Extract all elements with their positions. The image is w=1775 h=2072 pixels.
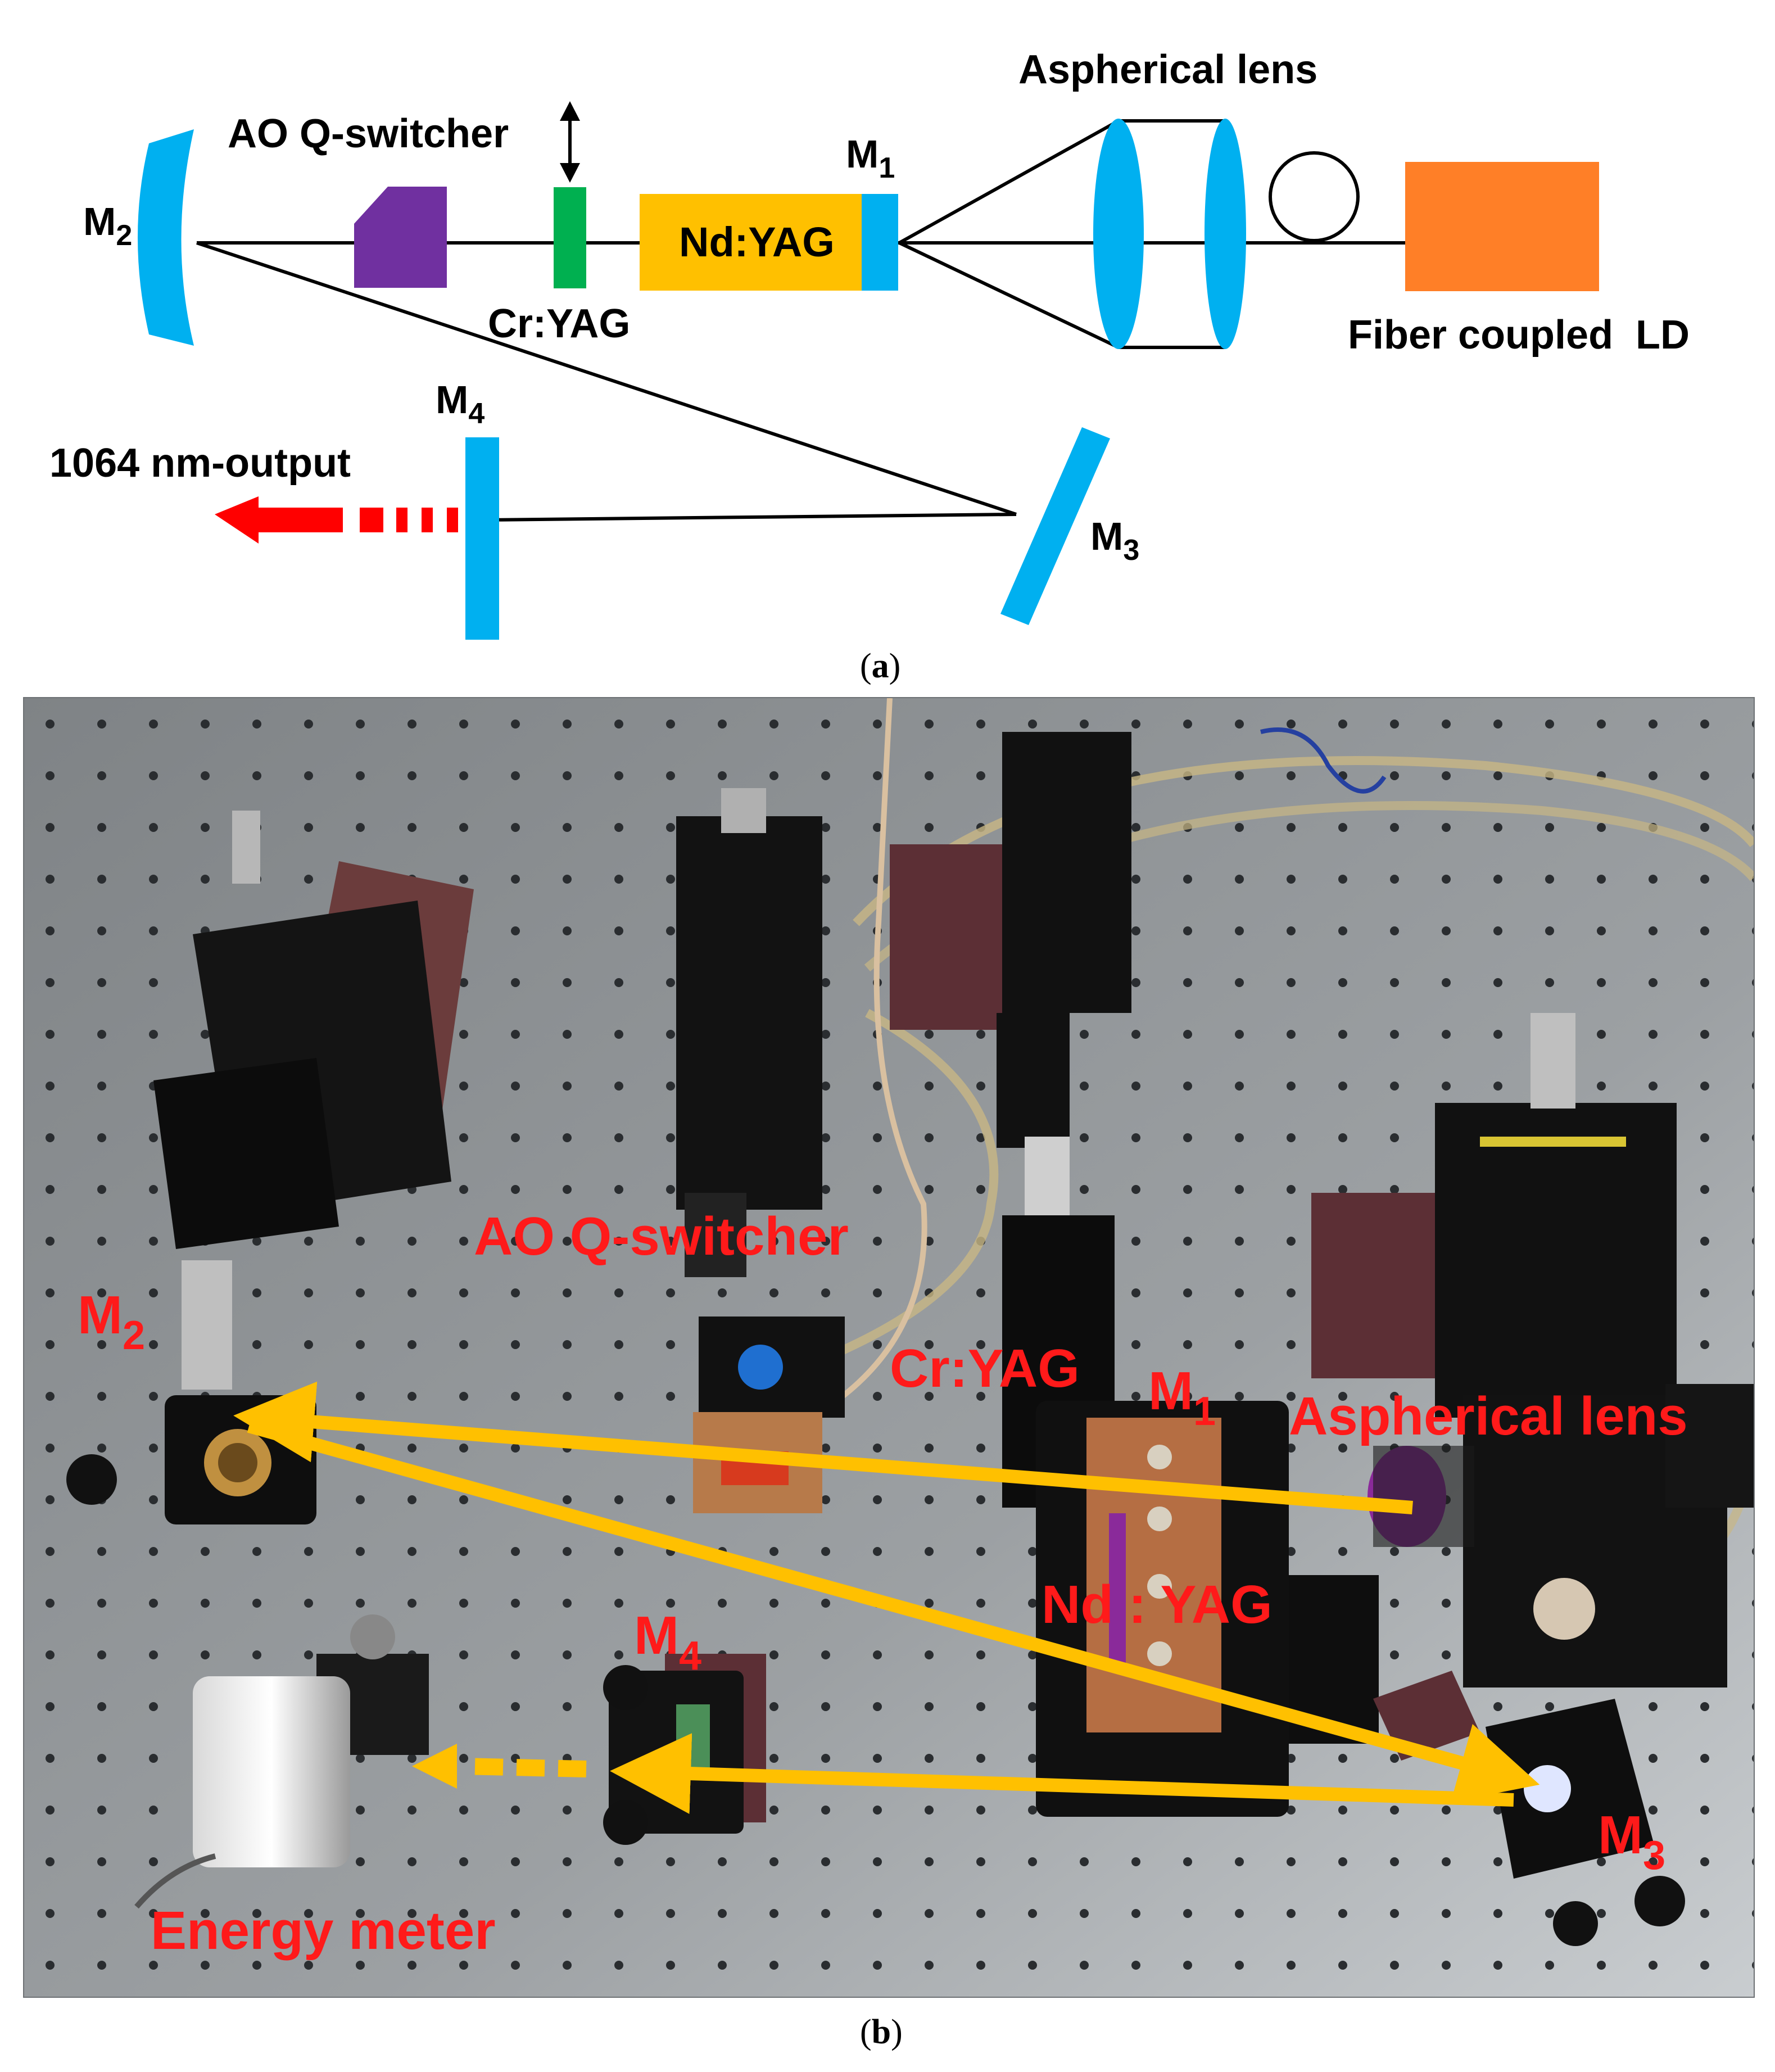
aspherical-lens-2 — [1205, 119, 1246, 349]
blue-wire — [1260, 727, 1387, 794]
beam-path — [233, 1381, 1540, 1815]
photo-canvas: AO Q-switcher M2 Cr:YAG M1 Aspherical le… — [24, 698, 1754, 1997]
cooling-tube-3 — [719, 1008, 999, 1400]
signal-cable — [809, 698, 927, 1420]
photo-label-m3: M3 — [1598, 1805, 1665, 1878]
label-m2: M2 — [83, 200, 132, 252]
nd-yag-crystal — [640, 194, 862, 291]
aspherical-lens-1 — [1093, 119, 1144, 349]
photo-label-m4: M4 — [634, 1605, 701, 1679]
ao-qswitcher — [354, 187, 447, 288]
pump-cone-upper — [898, 119, 1120, 245]
adjust-arrow-up-icon — [560, 101, 580, 121]
nd-yag-mount — [1036, 1401, 1379, 1817]
photo-label-m1: M1 — [1148, 1361, 1216, 1434]
cr-yag — [554, 187, 586, 288]
label-m3: M3 — [1090, 514, 1139, 567]
output-dash-3 — [422, 508, 433, 532]
photo-label-aspherical-lens: Aspherical lens — [1289, 1386, 1688, 1446]
photo-label-m2: M2 — [78, 1285, 145, 1358]
aspherical-lens-mount — [1311, 1013, 1754, 1688]
mirror-m4 — [465, 437, 499, 640]
photo-label-energy-meter: Energy meter — [151, 1901, 496, 1961]
label-m4: M4 — [436, 378, 484, 430]
label-aspherical-lens: Aspherical lens — [1018, 47, 1317, 92]
setup-photograph: AO Q-switcher M2 Cr:YAG M1 Aspherical le… — [23, 697, 1755, 1998]
output-dash-1 — [360, 508, 383, 532]
energy-meter — [134, 1614, 429, 1909]
output-arrow-icon — [215, 496, 343, 544]
output-dash-4 — [447, 508, 458, 532]
photo-label-ao-qswitcher: AO Q-switcher — [474, 1206, 849, 1266]
output-dash-2 — [396, 508, 407, 532]
schematic-diagram: M2 AO Q-switcher Cr:YAG Nd:YAG M1 Aspher… — [49, 47, 1690, 640]
caption-a: (a) — [860, 647, 901, 685]
beam-line-m2-m3 — [196, 241, 1017, 516]
fiber-loop — [1269, 151, 1360, 242]
label-ao-qswitcher: AO Q-switcher — [228, 111, 509, 156]
cooling-tube — [853, 756, 1754, 926]
mirror-m2 — [138, 129, 194, 346]
photo-label-nd-yag: Nd : YAG — [1042, 1575, 1273, 1635]
fiber-coupled-ld — [1405, 162, 1599, 291]
beam-m3-to-m4 — [610, 1733, 1514, 1815]
beam-meter-arrowhead-icon — [412, 1744, 457, 1789]
m4-mount — [603, 1654, 766, 1845]
m2-mount — [66, 811, 474, 1524]
beam-line-m3-m4 — [483, 513, 1017, 522]
mirror-m1 — [862, 194, 898, 291]
label-nd-yag: Nd:YAG — [679, 219, 835, 265]
cr-yag-mount — [890, 732, 1131, 1508]
ao-qswitcher-mount — [676, 788, 845, 1513]
mirror-m3 — [1000, 427, 1110, 625]
label-fiber-ld: Fiber coupled LD — [1348, 313, 1690, 358]
label-m1: M1 — [846, 132, 895, 184]
label-cr-yag: Cr:YAG — [488, 301, 630, 346]
beam-m2-to-m3 — [247, 1419, 1540, 1802]
adjust-arrow-down-icon — [560, 163, 580, 183]
label-output: 1064 nm-output — [49, 441, 351, 486]
beam-lens-to-m2 — [233, 1381, 1413, 1514]
beam-m4-to-meter-dashed — [462, 1758, 587, 1777]
caption-b: (b) — [860, 2013, 903, 2051]
photo-label-cr-yag: Cr:YAG — [890, 1338, 1080, 1399]
pump-cone-lower — [898, 241, 1120, 349]
